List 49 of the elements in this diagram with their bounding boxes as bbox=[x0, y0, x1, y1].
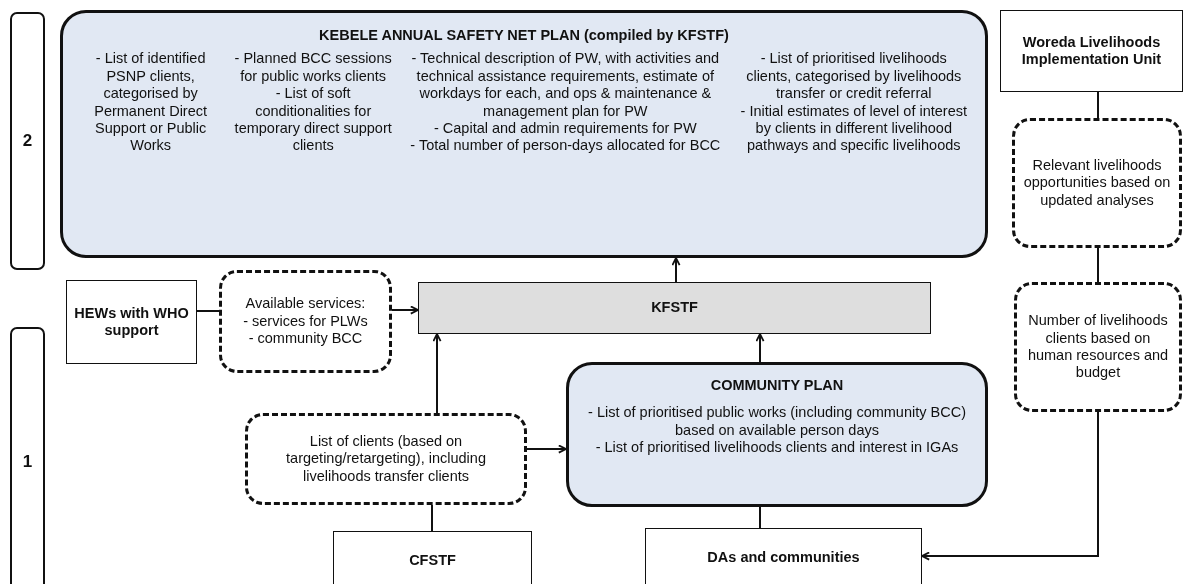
process-box bbox=[66, 280, 197, 364]
plan-box bbox=[60, 10, 988, 258]
arrow bbox=[526, 444, 567, 454]
arrow bbox=[671, 257, 681, 283]
box-heading: COMMUNITY PLAN bbox=[710, 377, 844, 395]
arrow bbox=[921, 411, 1099, 561]
stage-number: 1 bbox=[22, 451, 33, 473]
box-text: Available services: bbox=[245, 295, 366, 313]
box-text: - List of prioritised public works (including community BCC) based on available person days bbox=[587, 404, 967, 440]
stage-band bbox=[10, 12, 45, 270]
box-text: List of clients (based on targeting/retargeting), including livelihoods transfer clients bbox=[285, 432, 487, 486]
list-item-text: - List of soft conditionalities for temporary direct support clients bbox=[233, 85, 393, 155]
connector-line bbox=[759, 506, 761, 529]
list-item-text: - List of prioritised livelihoods clients, categorised by livelihoods transfer or credit referral bbox=[745, 50, 963, 103]
note-box bbox=[1012, 118, 1182, 248]
list-item-text: - Capital and admin requirements for PW bbox=[433, 119, 697, 138]
connector-line bbox=[1097, 91, 1099, 119]
arrow bbox=[391, 305, 419, 315]
box-text: KFSTF bbox=[651, 299, 698, 317]
process-box bbox=[1000, 10, 1183, 92]
process-box bbox=[333, 531, 532, 584]
box-heading: KEBELE ANNUAL SAFETY NET PLAN (compiled by KFSTF) bbox=[319, 27, 729, 45]
arrow bbox=[432, 333, 442, 414]
box-text: CFSTF bbox=[409, 552, 456, 570]
box-text: DAs and communities bbox=[707, 549, 860, 567]
box-text: HEWs with WHO support bbox=[73, 304, 190, 340]
box-text: Relevant livelihoods opportunities based on updated analyses bbox=[1023, 156, 1171, 210]
note-box bbox=[245, 413, 527, 505]
box-text: Number of livelihoods clients based on human resources and budget bbox=[1026, 312, 1170, 382]
list-item-text: - Technical description of PW, with activities and technical assistance requirements, estimate of workdays for each, and ops & maintenance & management plan for PW bbox=[410, 50, 721, 120]
plan-box bbox=[566, 362, 988, 507]
stage-band bbox=[10, 327, 45, 584]
note-box bbox=[1014, 282, 1182, 412]
stage-number: 2 bbox=[22, 130, 33, 152]
arrow bbox=[755, 333, 765, 363]
connector-line bbox=[196, 310, 220, 312]
box-text: Woreda Livelihoods Implementation Unit bbox=[1020, 33, 1163, 69]
list-item-text: - Planned BCC sessions for public works clients bbox=[233, 50, 393, 86]
box-text: - services for PLWs bbox=[243, 312, 368, 331]
connector-line bbox=[431, 504, 433, 532]
process-box bbox=[645, 528, 922, 584]
list-item-text: - Total number of person-days allocated for BCC bbox=[410, 137, 721, 155]
list-item-text: - List of identified PSNP clients, categorised by Permanent Direct Support or Public Works bbox=[93, 50, 209, 155]
box-text: - List of prioritised livelihoods clients and interest in IGAs bbox=[595, 439, 959, 457]
box-text: - community BCC bbox=[248, 330, 363, 348]
connector-line bbox=[1097, 247, 1099, 283]
list-item-text: - Initial estimates of level of interest by clients in different livelihood pathways and specific livelihoods bbox=[739, 102, 968, 155]
process-box bbox=[418, 282, 931, 334]
note-box bbox=[219, 270, 392, 373]
